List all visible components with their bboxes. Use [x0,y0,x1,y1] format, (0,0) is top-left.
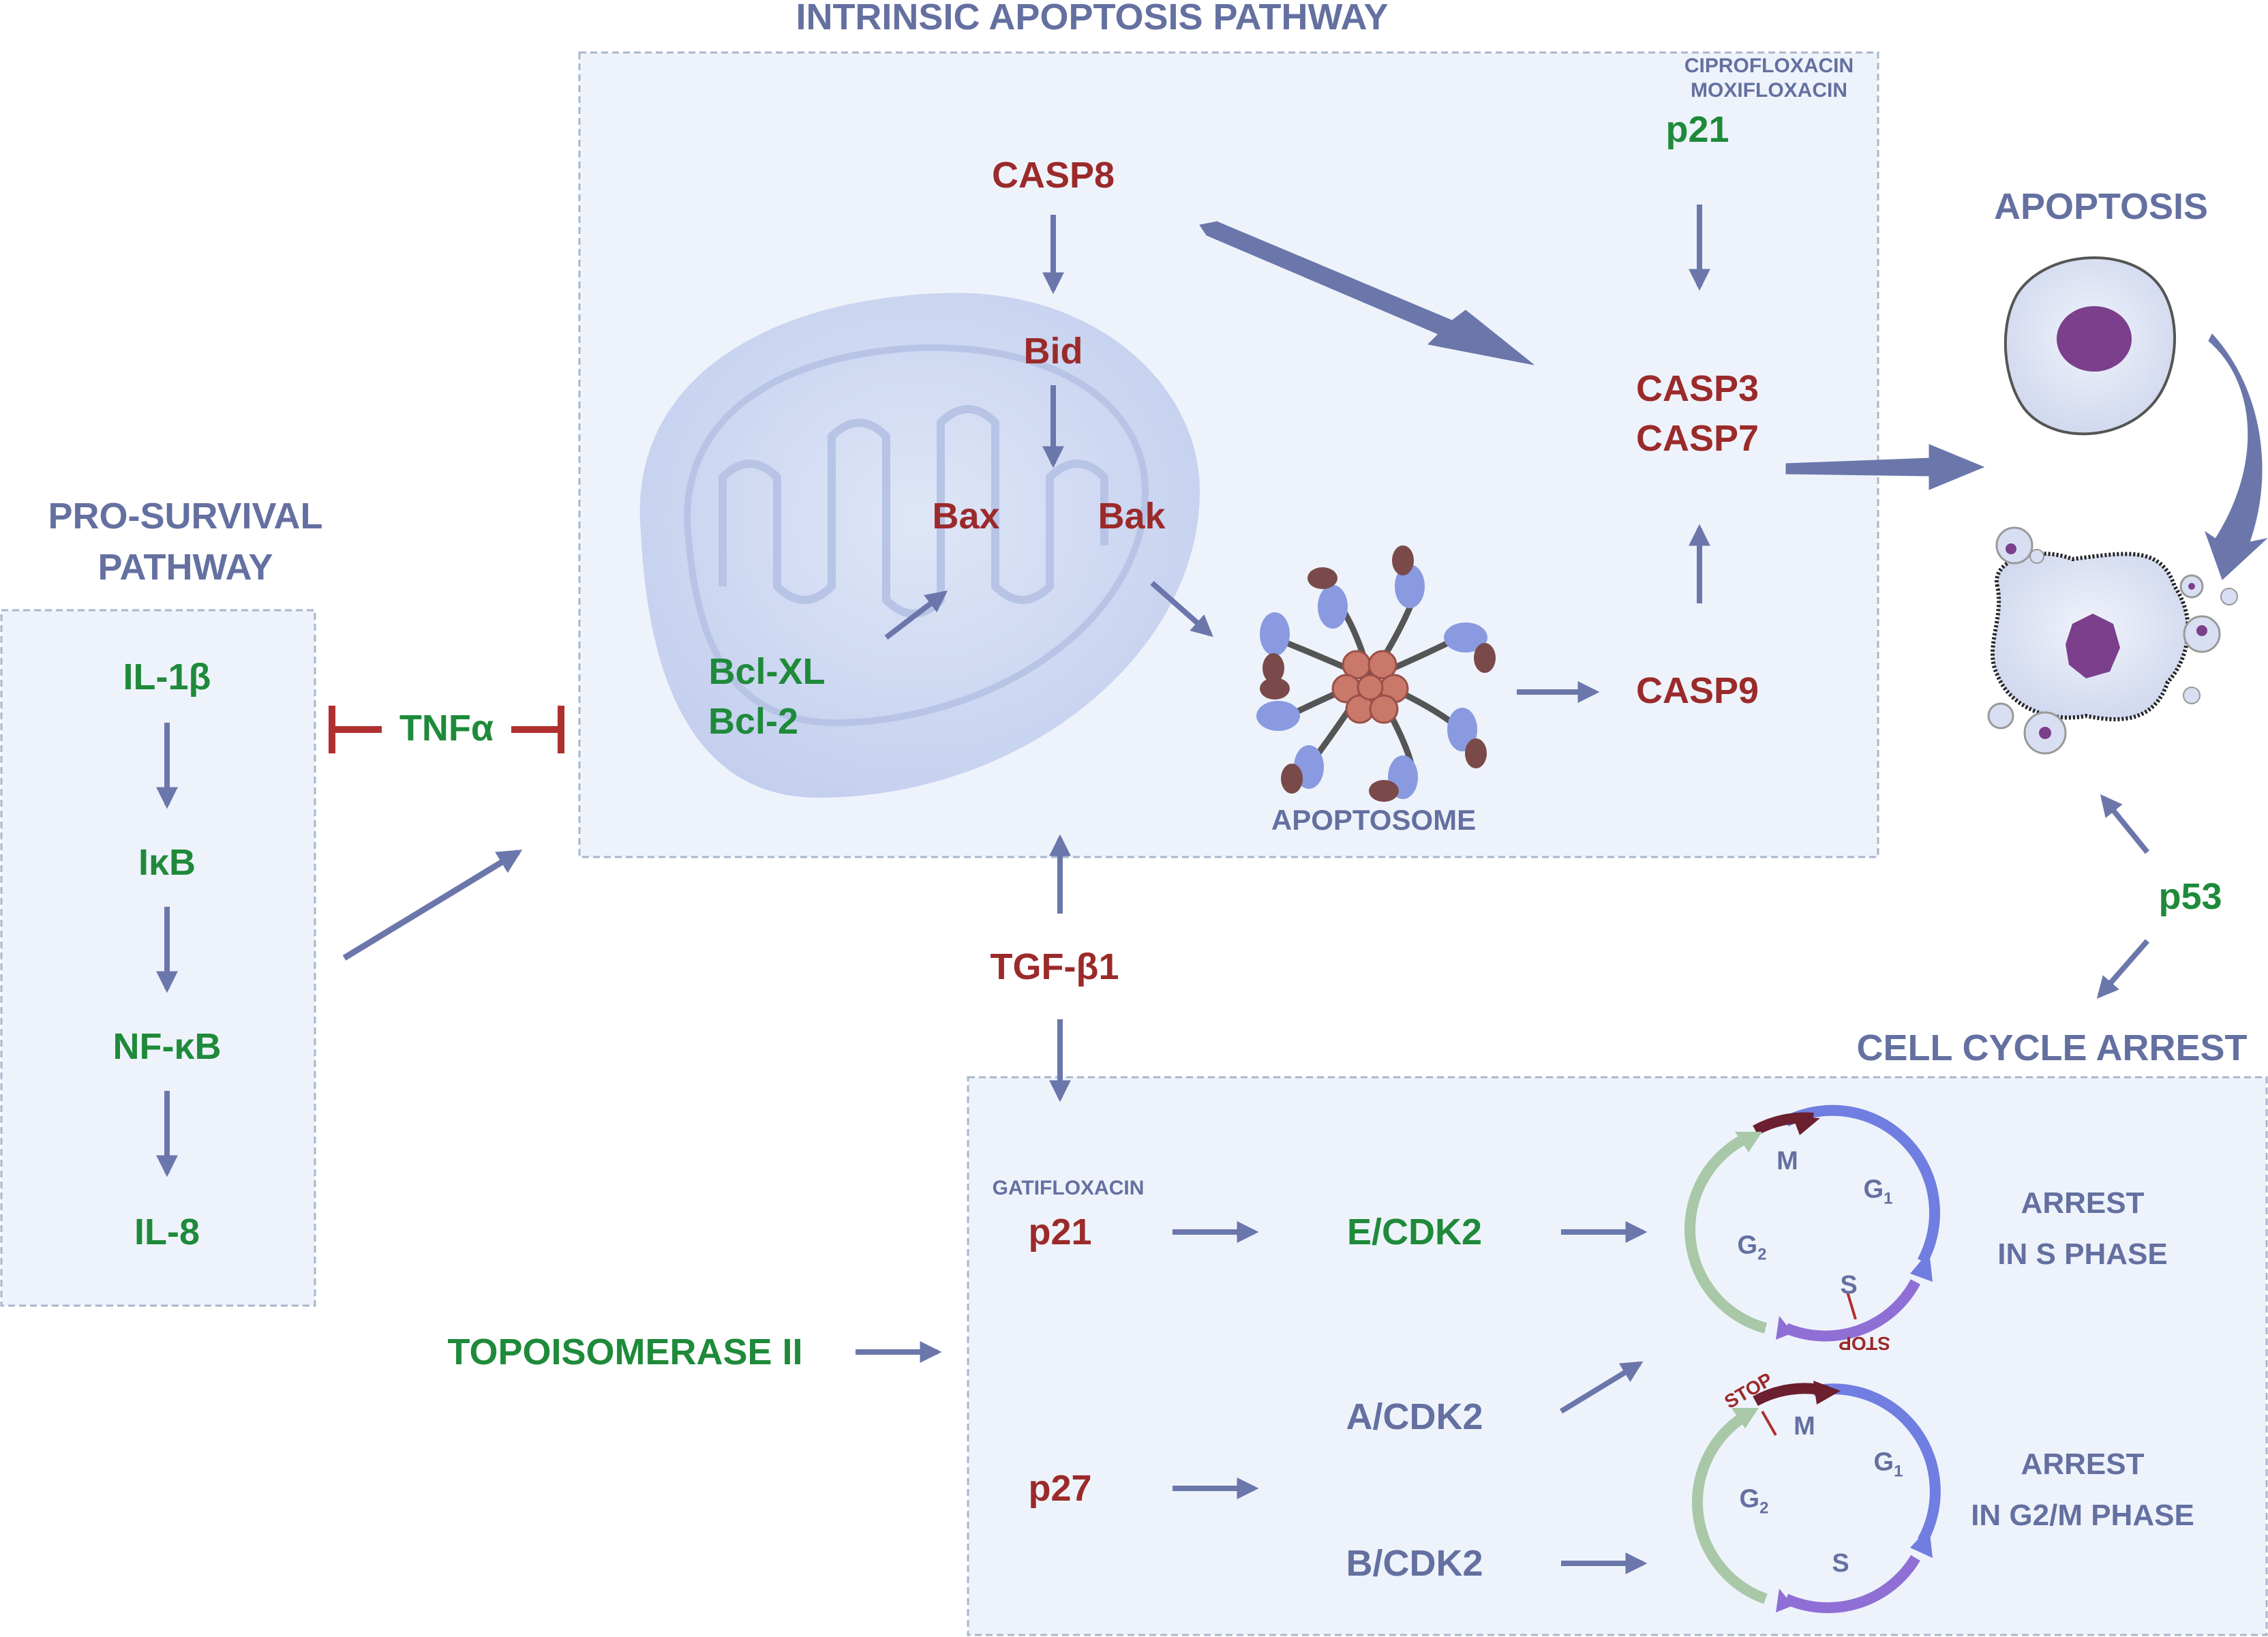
drug-ciprofloxacin: CIPROFLOXACIN [1684,55,1854,77]
apoptosis-title: APOPTOSIS [1993,186,2209,227]
tnfa-inhibition [329,706,564,753]
apoptotic-cell-graphic [1987,526,2238,755]
node-ecdk2: E/CDK2 [1346,1212,1483,1252]
arrest-g2m-line2: IN G2/M PHASE [1971,1499,2194,1532]
arrow-bak-apoptosome [1150,581,1213,637]
node-casp7: CASP7 [1635,418,1759,459]
cycle2-phase-s: S [1832,1549,1849,1578]
arrow-casp3-apoptosis [1785,444,1985,490]
cycle1-stop-label: STOP [1839,1333,1890,1354]
node-bcl2: Bcl-2 [708,701,799,742]
cell-cycle-g2m-graphic [1692,1381,1941,1614]
node-il8: IL-8 [134,1212,200,1252]
node-il1b: IL-1β [123,657,211,697]
pro-survival-title-line1: PRO-SURVIVAL [48,496,323,537]
cell-cycle-arrest-title: CELL CYCLE ARREST [1856,1027,2248,1068]
flow-arrows [342,205,2268,1574]
arrow-acdk2-cycle [1559,1361,1644,1414]
cycle2-phase-g2: G2 [1739,1484,1769,1518]
apoptosome-graphic [1256,545,1496,802]
mitochondrion-graphic [639,292,1200,798]
node-topoisomerase: TOPOISOMERASE II [447,1332,803,1372]
node-tnfa: TNFα [399,708,494,749]
arrow-casp8-casp3 [1199,221,1534,365]
node-p21-cellcycle: p21 [1028,1212,1092,1252]
cycle1-phase-m: M [1776,1147,1798,1175]
arrow-p53-apoptosis [2100,794,2150,854]
drug-moxifloxacin: MOXIFLOXACIN [1691,79,1847,102]
node-casp3: CASP3 [1635,368,1759,409]
node-bak: Bak [1098,496,1166,537]
node-bclxl: Bcl-XL [708,651,826,692]
arrow-p53-cellcycle [2096,939,2150,999]
node-nfkb: NF-κB [112,1026,222,1067]
node-p27: p27 [1028,1468,1092,1509]
arrow-cell-to-apoptotic [2205,333,2268,580]
node-p21-intrinsic: p21 [1665,109,1729,150]
drug-gatifloxacin: GATIFLOXACIN [992,1177,1145,1199]
pro-survival-panel [0,609,316,1307]
cycle2-phase-m: M [1794,1412,1815,1441]
arrow-bcl-baxbak [884,590,948,640]
node-bax: Bax [932,496,1000,537]
node-p53: p53 [2158,876,2222,917]
node-tgfb1: TGF-β1 [990,946,1119,987]
cell-cycle-s-graphic [1684,1105,1940,1342]
healthy-cell-graphic [2004,256,2176,436]
arrow-survival-to-intrinsic [342,850,523,961]
node-bid: Bid [1023,331,1083,372]
label-apoptosome: APOPTOSOME [1271,804,1477,836]
intrinsic-pathway-title: INTRINSIC APOPTOSIS PATHWAY [796,0,1389,37]
pro-survival-title-line2: PATHWAY [97,547,273,588]
arrest-s-line2: IN S PHASE [1997,1237,2168,1271]
arrest-s-line1: ARREST [2021,1186,2145,1220]
arrest-g2m-line1: ARREST [2021,1447,2145,1481]
node-bcdk2: B/CDK2 [1346,1543,1483,1584]
cycle1-phase-s: S [1840,1271,1858,1300]
node-casp9: CASP9 [1635,670,1759,711]
cell-cycle-panel [967,1076,2268,1636]
cycle1-phase-g2: G2 [1737,1231,1767,1264]
node-acdk2: A/CDK2 [1346,1396,1483,1437]
cycle2-phase-g1: G1 [1873,1447,1903,1481]
node-casp8: CASP8 [991,155,1115,196]
cycle1-phase-g1: G1 [1863,1175,1893,1208]
node-ikb: IκB [138,842,196,883]
